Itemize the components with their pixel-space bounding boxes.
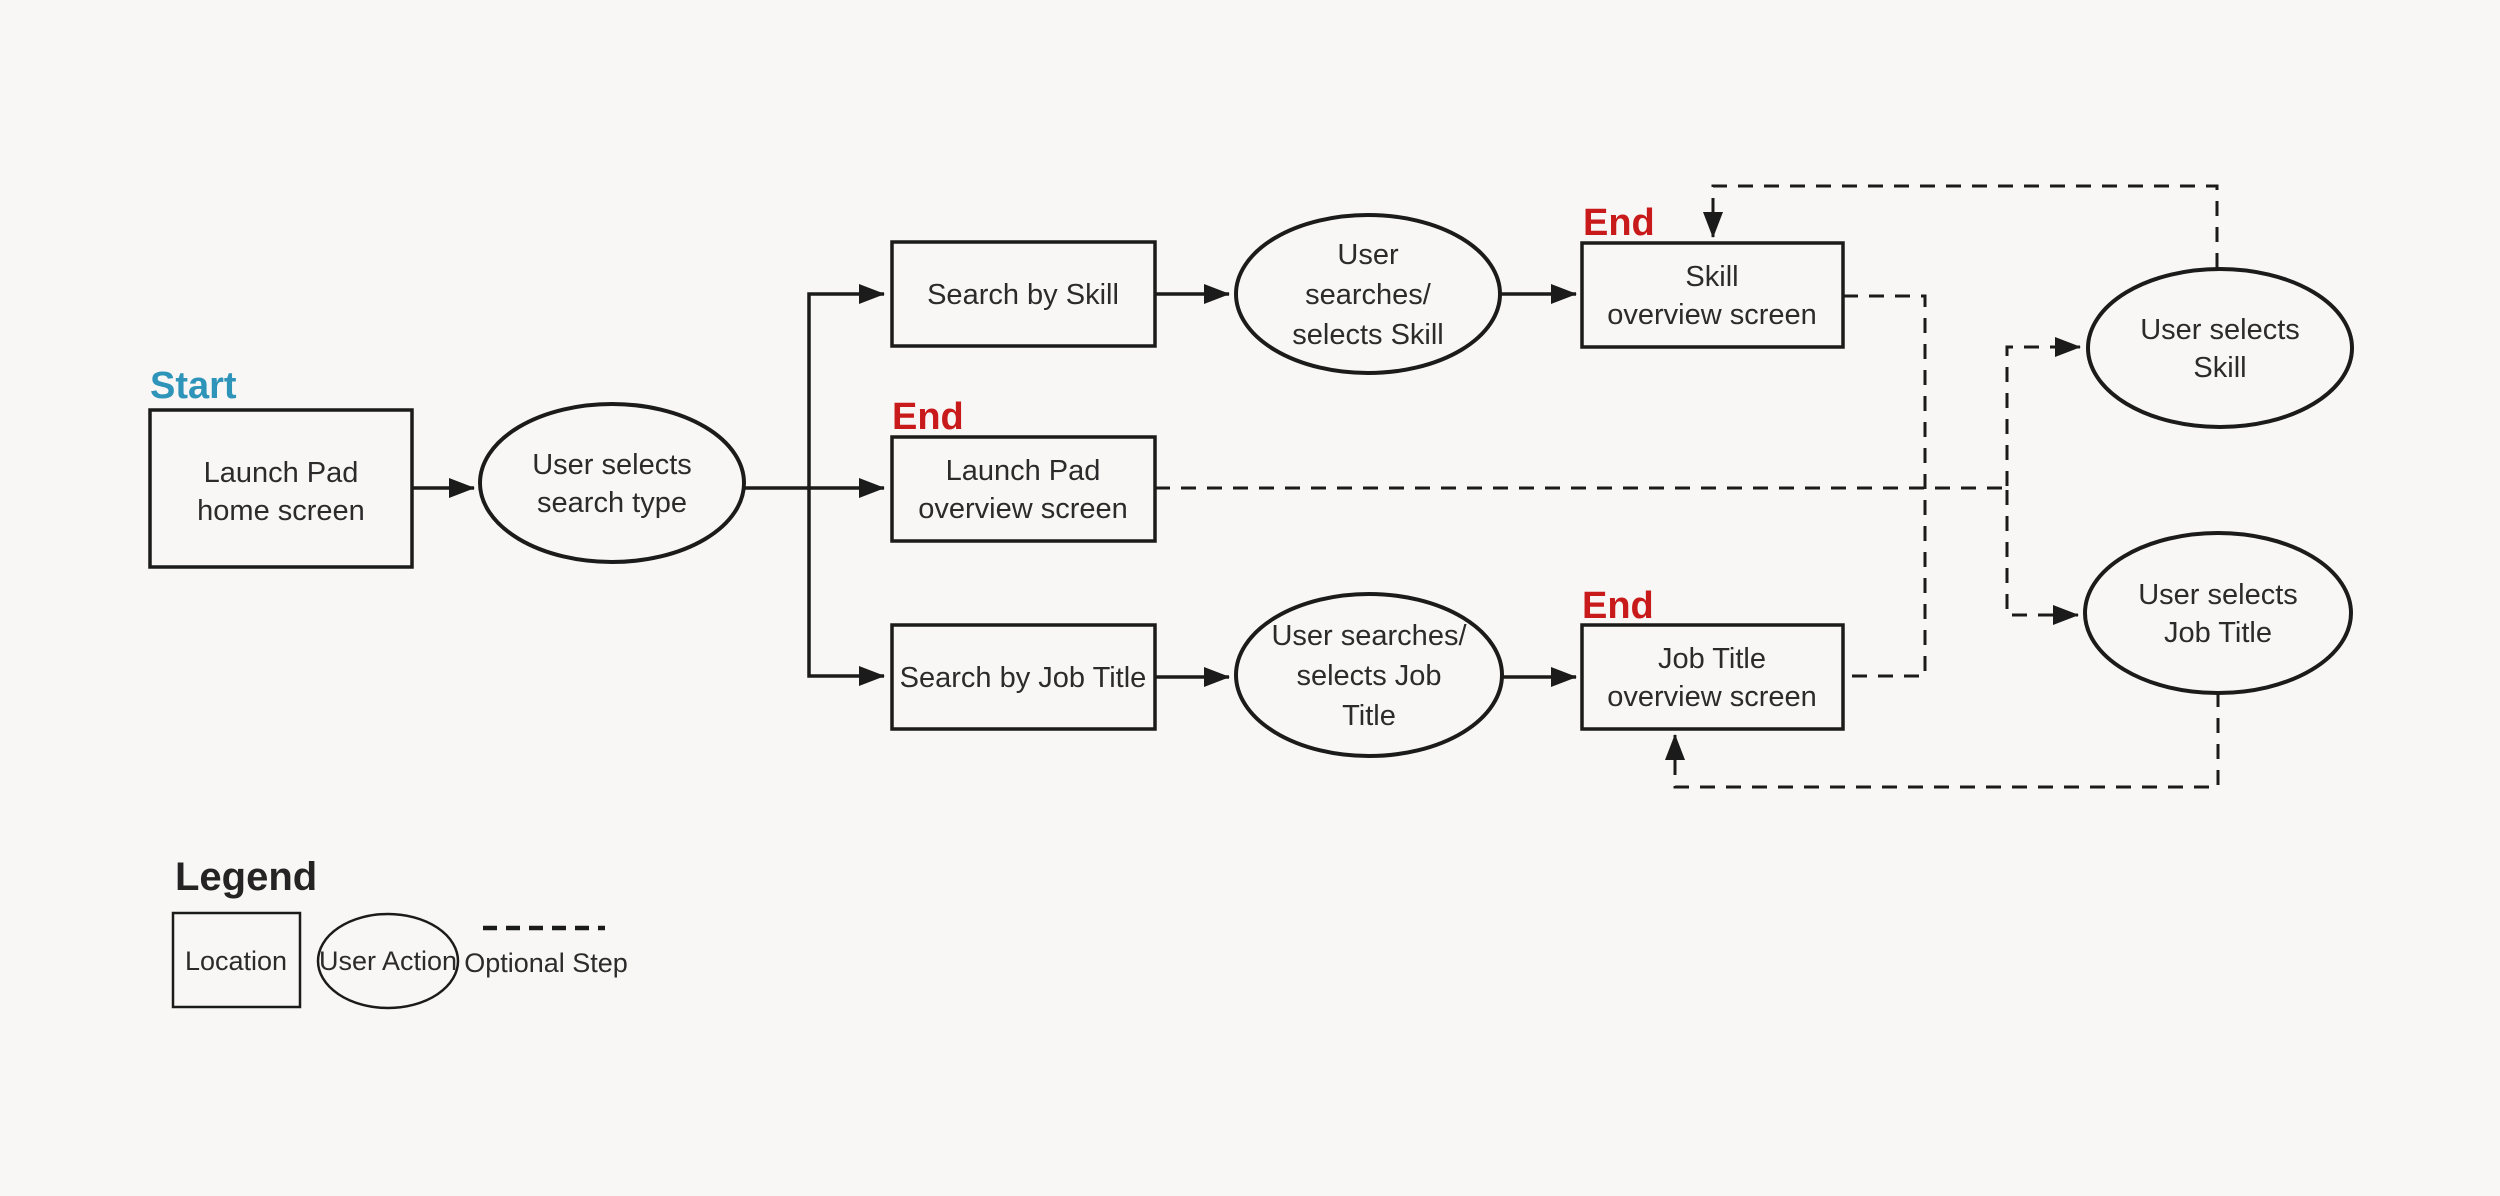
- node-job-title-overview-screen: [1580, 623, 1845, 731]
- node-user-searches-selects-skill-label-line1: User: [1337, 239, 1399, 271]
- legend-user-action-symbol: [316, 912, 460, 1010]
- legend-location-label: Location: [185, 946, 287, 976]
- node-user-searches-selects-skill-label-line3: selects Skill: [1292, 319, 1444, 351]
- edge-select-search-type-to-search-by-job-title: [807, 488, 885, 686]
- node-launch-pad-overview-screen-label-line2: overview screen: [918, 493, 1128, 525]
- node-job-title-overview-screen-label-line2: overview screen: [1607, 681, 1817, 713]
- legend-location-symbol: [171, 911, 302, 1009]
- node-user-selects-skill-label-line2: Skill: [2193, 352, 2246, 384]
- start-label: Start: [150, 365, 237, 407]
- node-user-selects-skill: [2086, 267, 2354, 429]
- end-label-job-title-overview: End: [1582, 585, 1654, 627]
- node-user-searches-selects-job-title: [1234, 592, 1504, 758]
- node-launch-pad-home-screen: [148, 408, 414, 569]
- node-search-by-skill-label: Search by Skill: [927, 279, 1119, 311]
- node-user-searches-selects-skill: [1234, 213, 1502, 375]
- node-search-by-job-title-label: Search by Job Title: [900, 662, 1147, 694]
- legend-user-action-label: User Action: [319, 946, 457, 976]
- legend-optional-step-label: Optional Step: [464, 948, 628, 978]
- node-search-by-skill: [890, 240, 1157, 348]
- edge-select-search-type-to-search-by-skill: [807, 284, 885, 488]
- node-skill-overview-screen: [1580, 241, 1845, 349]
- node-job-title-overview-screen-label-line1: Job Title: [1658, 643, 1766, 675]
- node-user-selects-job-title-label-line1: User selects: [2138, 579, 2298, 611]
- node-launch-pad-home-screen-label-line2: home screen: [197, 495, 365, 527]
- node-skill-overview-screen-label-line2: overview screen: [1607, 299, 1817, 331]
- node-user-selects-job-title-label-line2: Job Title: [2164, 617, 2272, 649]
- node-user-searches-selects-job-title-label-line2: selects Job: [1296, 660, 1441, 692]
- node-user-searches-selects-skill-label-line2: searches/: [1305, 279, 1432, 311]
- end-label-launchpad-overview: End: [892, 396, 964, 438]
- node-launch-pad-overview-screen-label-line1: Launch Pad: [946, 455, 1101, 487]
- legend-title: Legend: [175, 855, 317, 899]
- node-search-by-job-title: [890, 623, 1157, 731]
- node-launch-pad-overview-screen: [890, 435, 1157, 543]
- node-skill-overview-screen-label-line1: Skill: [1685, 261, 1738, 293]
- edge-optional-user-selects-job-title-to-job-title-overview: [1665, 692, 2220, 789]
- node-user-searches-selects-job-title-label-line3: Title: [1342, 700, 1396, 732]
- edge-optional-overview-screens-bus: [1843, 294, 1927, 678]
- node-user-selects-search-type: [478, 402, 746, 564]
- edge-optional-bus-to-user-selects-skill: [2005, 337, 2081, 486]
- end-label-skill-overview: End: [1583, 202, 1655, 244]
- edge-optional-bus-to-user-selects-job-title: [2005, 490, 2079, 625]
- node-launch-pad-home-screen-label-line1: Launch Pad: [204, 457, 359, 489]
- node-user-selects-skill-label-line1: User selects: [2140, 314, 2300, 346]
- node-user-searches-selects-job-title-label-line1: User searches/: [1271, 620, 1467, 652]
- node-user-selects-job-title: [2083, 531, 2353, 695]
- node-user-selects-search-type-label-line1: User selects: [532, 449, 692, 481]
- edge-optional-user-selects-skill-to-skill-overview: [1703, 184, 2219, 268]
- node-user-selects-search-type-label-line2: search type: [537, 487, 687, 519]
